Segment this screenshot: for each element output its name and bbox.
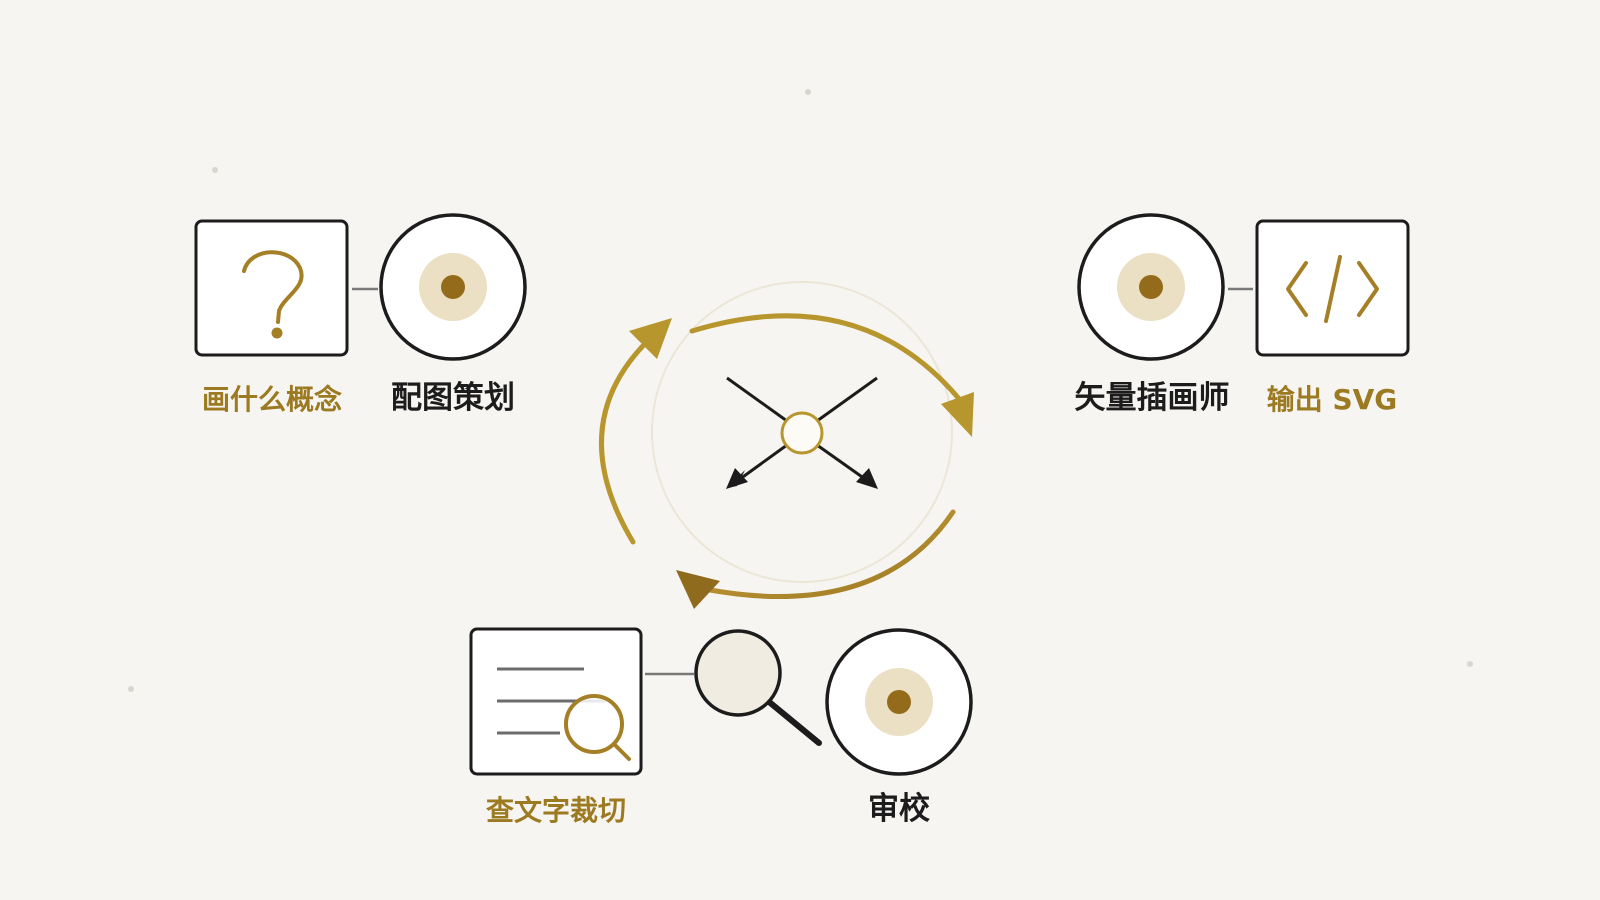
illustrator-node	[1077, 213, 1225, 361]
cycle-arc-top	[689, 313, 963, 403]
planner-label: 配图策划	[391, 380, 515, 416]
concept-card	[194, 219, 349, 357]
planner-dot	[441, 275, 465, 299]
illustrate-stage	[1077, 213, 1410, 361]
cycle-icon	[598, 281, 974, 609]
reviewer-dot	[887, 690, 911, 714]
question-mark-icon	[242, 250, 304, 339]
magnifier-icon	[694, 629, 822, 746]
cycle-arrowhead-bottom	[676, 570, 720, 609]
document-search-icon	[497, 667, 631, 761]
cycle-guide-ring	[651, 281, 953, 583]
cycle-arrowhead-left	[629, 318, 672, 359]
cycle-arc-bottom	[707, 509, 956, 599]
cycle-arrowhead-top	[941, 392, 974, 437]
code-brackets-icon	[1286, 255, 1379, 323]
background-specks	[128, 89, 1473, 692]
illustrator-dot	[1139, 275, 1163, 299]
reviewer-node	[825, 628, 973, 776]
illustrator-label: 矢量插画师	[1074, 380, 1230, 416]
plan-stage	[194, 213, 527, 361]
planner-node	[379, 213, 527, 361]
cycle-arc-left	[598, 330, 659, 545]
svg-output-label: 输出 SVG	[1266, 383, 1398, 416]
text-crop-check-label: 查文字裁切	[485, 794, 627, 827]
review-stage	[469, 627, 973, 776]
concept-label: 画什么概念	[201, 383, 343, 416]
crossed-arrows-icon	[726, 376, 878, 489]
reviewer-label: 审校	[868, 791, 930, 827]
hub-node	[780, 411, 824, 455]
